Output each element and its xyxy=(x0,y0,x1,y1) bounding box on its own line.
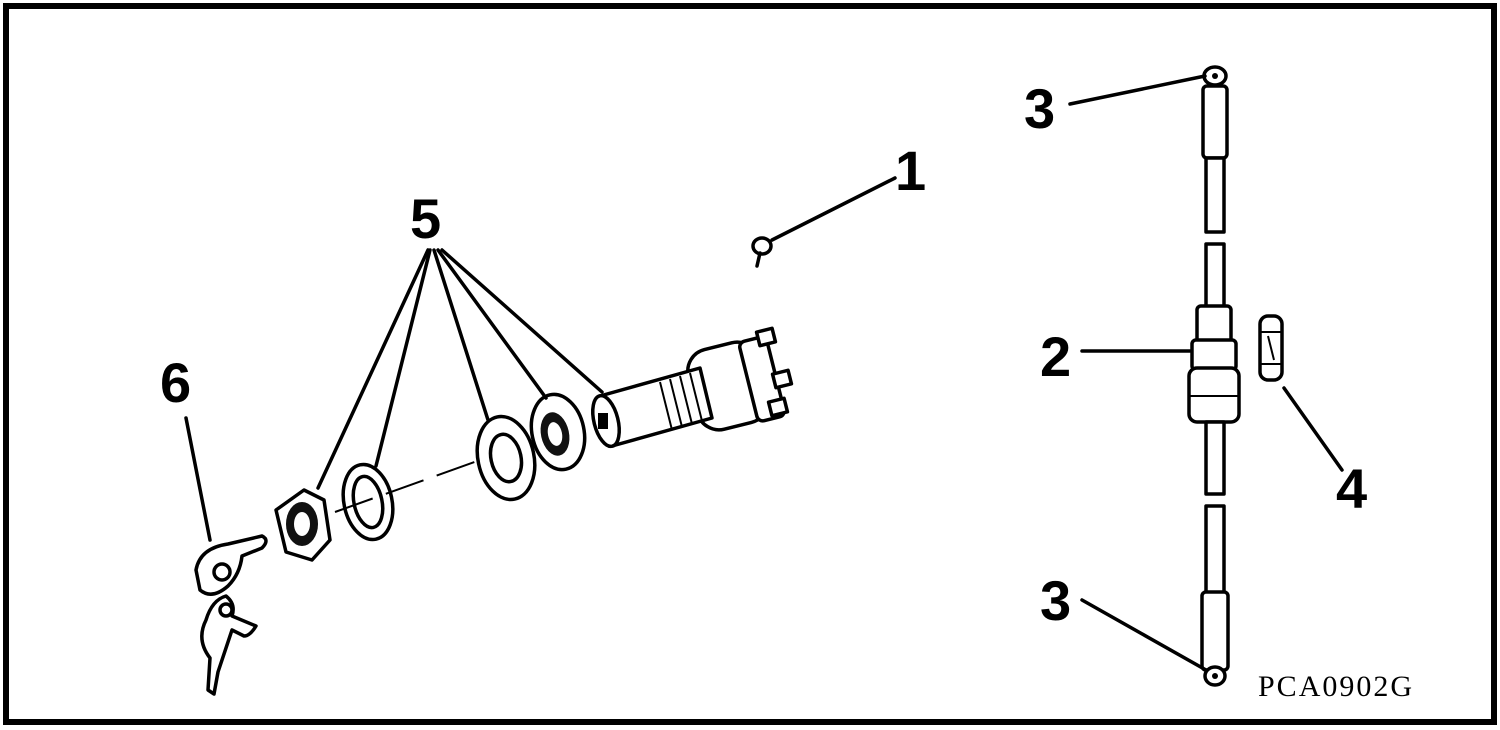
callout-6: 6 xyxy=(160,351,191,414)
callout-5: 5 xyxy=(410,187,441,250)
flat-washer xyxy=(341,462,395,542)
key-part xyxy=(194,534,268,696)
leader-3-bottom xyxy=(1080,598,1208,672)
fuse-holder-assembly xyxy=(1187,65,1241,687)
ignition-switch xyxy=(591,326,794,449)
leader-1 xyxy=(770,176,897,242)
callout-3-top: 3 xyxy=(1024,77,1055,140)
hex-nut-rear xyxy=(529,392,587,472)
callout-3-bottom: 3 xyxy=(1040,569,1071,632)
leader-4 xyxy=(1282,386,1344,472)
leader-6 xyxy=(184,416,212,542)
hex-nut-front xyxy=(274,488,332,562)
diagram-frame xyxy=(3,3,1497,725)
leader-3-top xyxy=(1068,74,1207,106)
callout-4: 4 xyxy=(1336,457,1367,520)
fuse-part xyxy=(1258,314,1284,382)
callout-2: 2 xyxy=(1040,325,1071,388)
screw-part xyxy=(751,236,773,268)
figure-code: PCA0902G xyxy=(1258,670,1414,703)
lock-washer xyxy=(475,414,537,502)
assembly-line xyxy=(334,459,481,513)
callout-1: 1 xyxy=(895,139,926,202)
leaders-5 xyxy=(316,248,604,490)
